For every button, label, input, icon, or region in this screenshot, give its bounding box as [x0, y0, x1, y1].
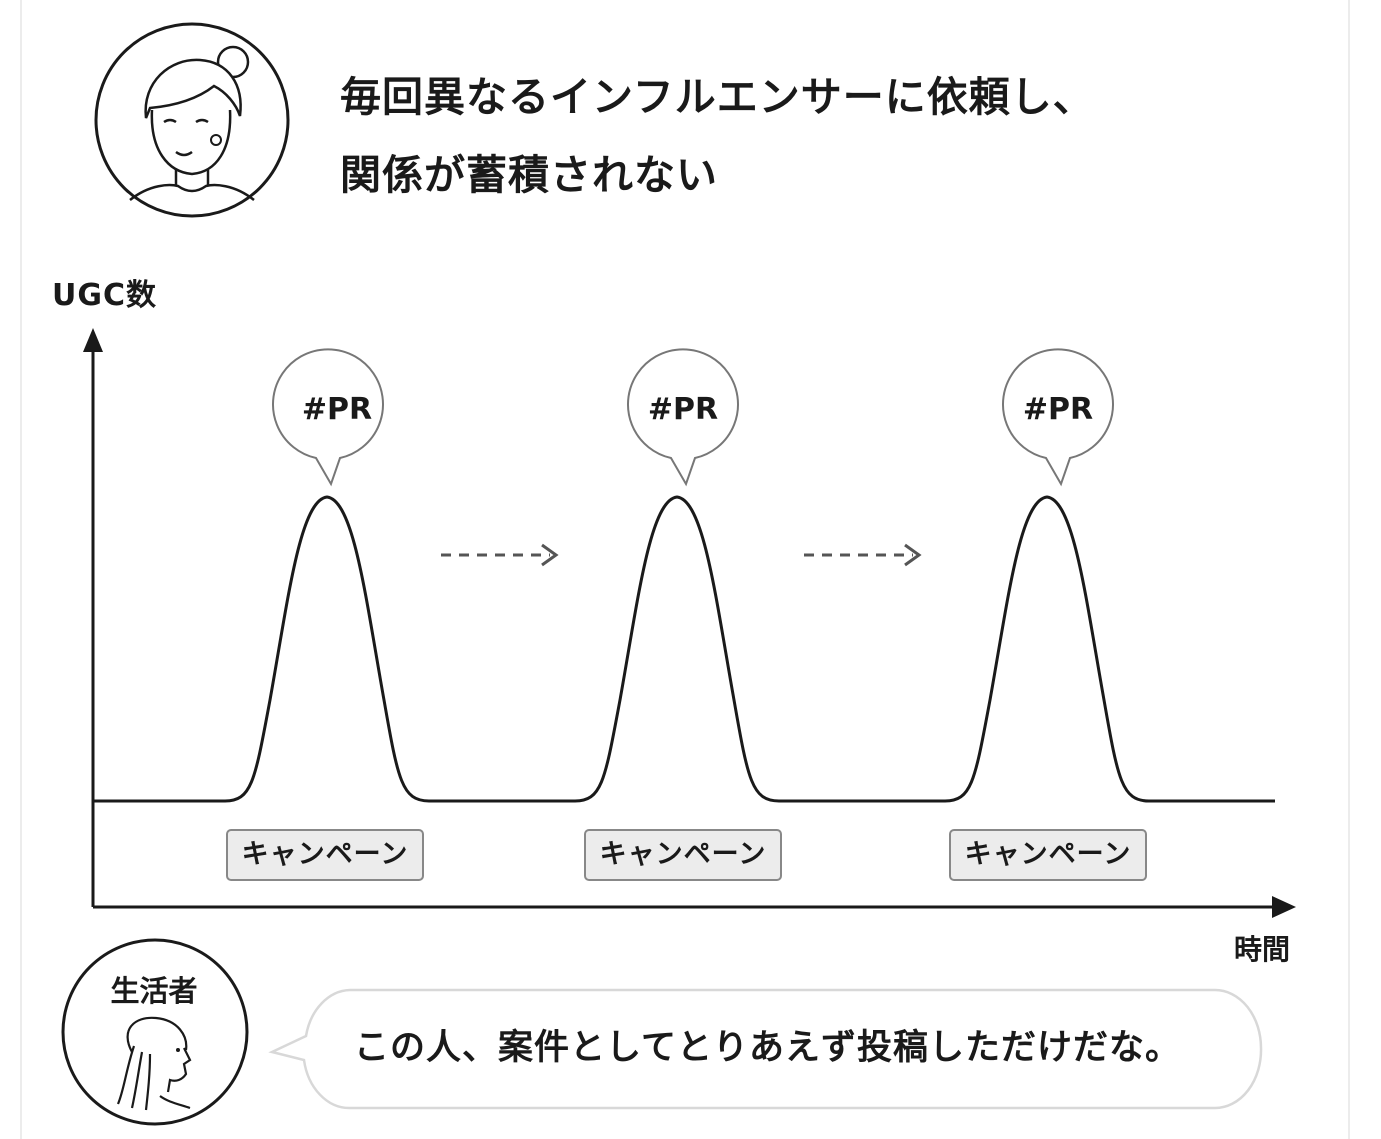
page-frame — [20, 0, 1350, 1139]
campaign-label-1: キャンペーン — [226, 829, 424, 881]
pr-bubble-2 — [627, 348, 739, 487]
axes — [83, 328, 1296, 918]
pr-tag-3: #PR — [1022, 392, 1094, 427]
headline-line-2: 関係が蓄積されない — [340, 151, 718, 199]
campaign-label-2: キャンペーン — [584, 829, 782, 881]
consumer-label: 生活者 — [110, 974, 198, 1008]
headline-line-1: 毎回異なるインフルエンサーに依頼し、 — [340, 73, 1095, 121]
x-axis-label: 時間 — [1234, 933, 1291, 966]
campaign-label-3: キャンペーン — [949, 829, 1147, 881]
comment-bubble — [268, 988, 1263, 1110]
pr-tag-1: #PR — [301, 392, 373, 427]
pr-bubble-3 — [1002, 348, 1114, 487]
pr-tag-2: #PR — [647, 392, 719, 427]
influencer-avatar — [94, 22, 290, 218]
consumer-comment: この人、案件としてとりあえず投稿しただけだな。 — [354, 1028, 1181, 1068]
y-axis-label: UGC数 — [52, 278, 158, 313]
y-axis-arrow — [83, 328, 103, 352]
dashed-arrow-2 — [804, 543, 922, 567]
dashed-arrow-1 — [441, 543, 559, 567]
x-axis-arrow — [1272, 896, 1296, 918]
pr-bubble-1 — [272, 348, 384, 487]
headline: 毎回異なるインフルエンサーに依頼し、 関係が蓄積されない — [340, 58, 1240, 214]
ugc-curve — [93, 495, 1275, 803]
consumer-avatar — [61, 938, 249, 1126]
